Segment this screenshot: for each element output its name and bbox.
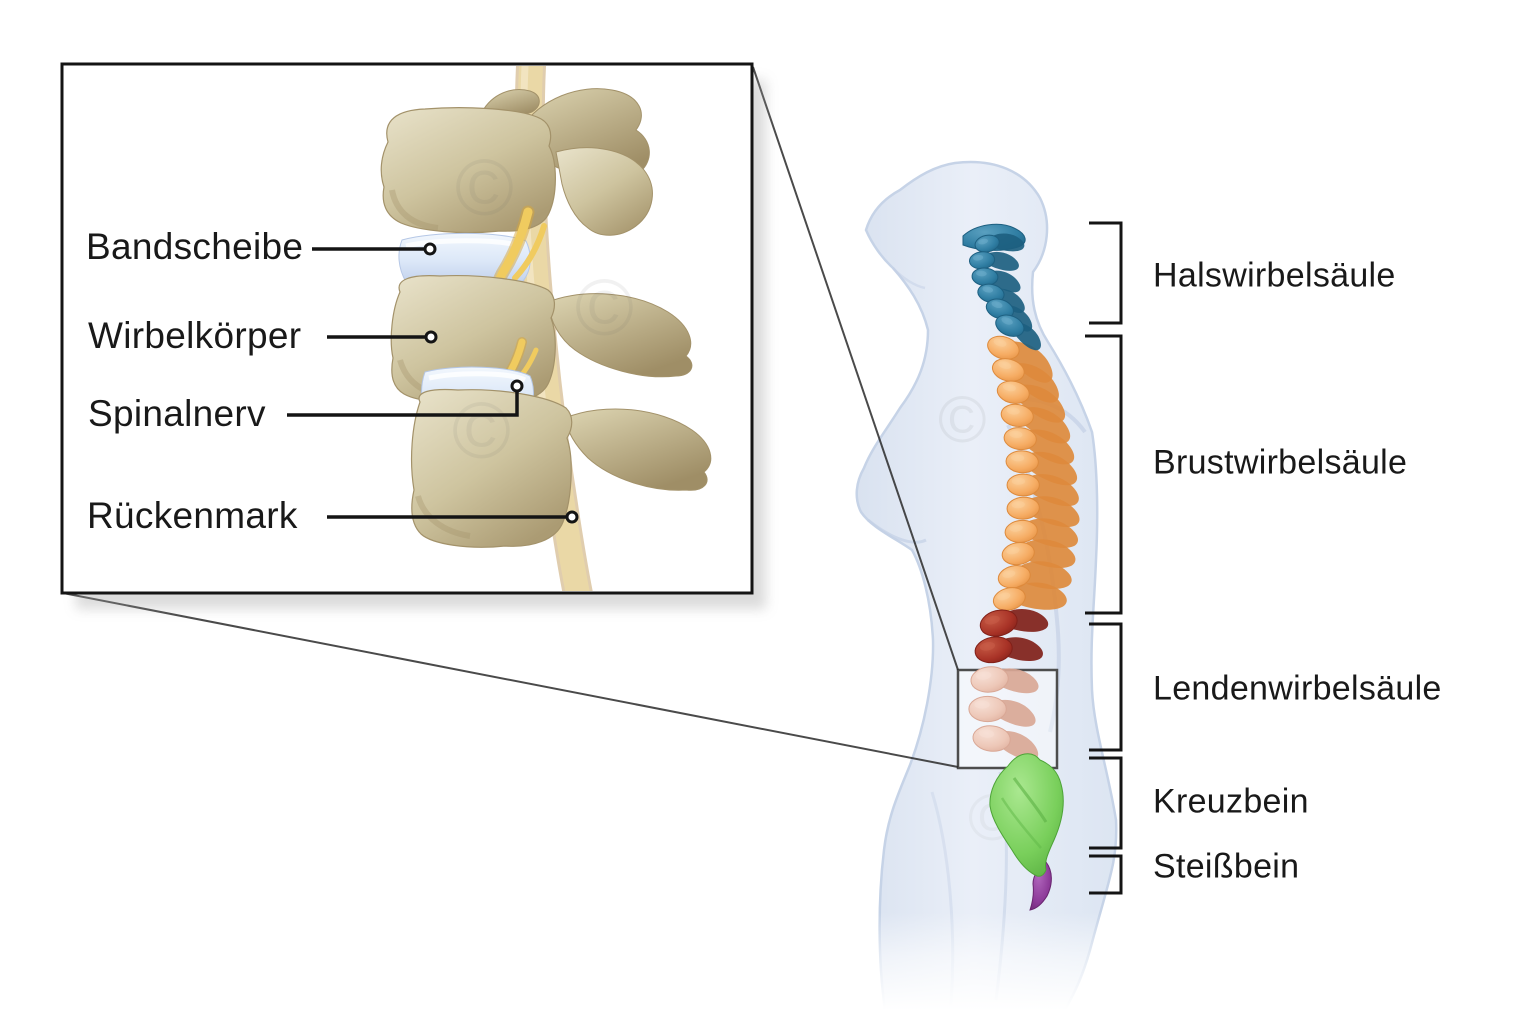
- section-label-lendenwirbelsaeule: Lendenwirbelsäule: [1153, 669, 1442, 708]
- bracket-sacrum: [1089, 756, 1123, 850]
- vertebra: [970, 666, 1039, 694]
- inset-artwork: © © ©: [380, 66, 712, 591]
- vertebra: [974, 636, 1043, 664]
- vertebra: [1005, 450, 1078, 486]
- magnifier-connection-lines: [62, 66, 959, 768]
- vertebra: [996, 380, 1066, 423]
- inset-leader-dots: [423, 242, 579, 524]
- vertebra: [1001, 539, 1076, 568]
- inset-label-rueckenmark: Rückenmark: [87, 495, 298, 537]
- vertebra: [1006, 473, 1079, 507]
- section-brackets: [1085, 221, 1123, 895]
- sacrum-section: [989, 753, 1064, 877]
- inset-label-wirbelkoerper: Wirbelkörper: [88, 315, 302, 357]
- section-label-kreuzbein: Kreuzbein: [1153, 782, 1309, 821]
- lumbar-spine-section: [974, 608, 1049, 664]
- vertebra: [992, 582, 1067, 611]
- inset-vertebra-bottom: [410, 388, 712, 548]
- vertebra: [1000, 403, 1071, 444]
- vertebra: [995, 314, 1041, 351]
- vertebra: [972, 725, 1039, 761]
- inset-label-bandscheibe: Bandscheibe: [86, 226, 304, 268]
- watermark-icon: ©: [452, 386, 511, 475]
- bottom-fade: [830, 912, 1160, 1010]
- coccyx-section: [1029, 861, 1052, 911]
- vertebra: [997, 561, 1072, 589]
- vertebra: [979, 608, 1049, 637]
- watermark-icon: ©: [575, 263, 634, 352]
- section-label-halswirbelsaeule: Halswirbelsäule: [1153, 256, 1396, 295]
- vertebra: [971, 267, 1021, 293]
- section-label-steissbein: Steißbein: [1153, 847, 1300, 886]
- inset-watermarks: © © ©: [452, 143, 634, 475]
- bracket-coccyx: [1089, 854, 1123, 895]
- thoracic-spine-section: [987, 335, 1080, 611]
- inset-vertebra-top: [380, 88, 653, 236]
- watermark-icon: ©: [938, 382, 987, 456]
- bracket-cervical: [1089, 221, 1123, 325]
- vertebra: [968, 695, 1036, 727]
- inset-leader-lines: [287, 247, 566, 519]
- vertebra: [974, 233, 1025, 253]
- vertebra: [1003, 427, 1075, 465]
- bracket-thoracic: [1085, 334, 1123, 615]
- watermark-icon: ©: [455, 143, 514, 232]
- vertebra: [977, 283, 1025, 313]
- cervical-spine-section: [962, 223, 1041, 351]
- bracket-lumbar: [1089, 622, 1123, 752]
- inset-label-spinalnerv: Spinalnerv: [88, 393, 266, 435]
- lumbar-spine-faded-section: [968, 666, 1039, 761]
- section-label-brustwirbelsaeule: Brustwirbelsäule: [1153, 443, 1408, 482]
